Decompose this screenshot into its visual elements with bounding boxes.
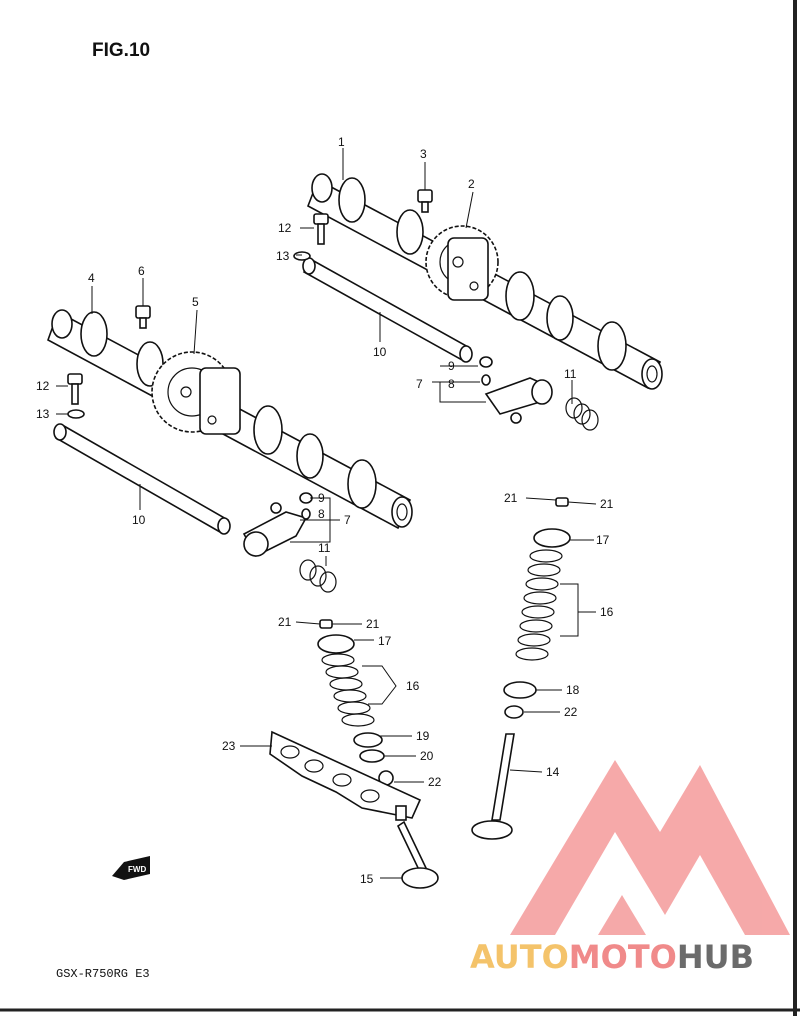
fwd-label: FWD bbox=[128, 865, 146, 874]
callout-18: 18 bbox=[566, 683, 580, 697]
callout-4: 4 bbox=[88, 271, 95, 285]
rocker-arm-upper bbox=[479, 356, 553, 424]
valve-assembly-left bbox=[317, 619, 394, 786]
rocker-arm-lower bbox=[242, 492, 313, 558]
callout-21-a: 21 bbox=[504, 491, 518, 505]
callout-14: 14 bbox=[546, 765, 560, 779]
callout-8-lower: 8 bbox=[318, 507, 325, 521]
callout-11-lower: 11 bbox=[318, 541, 331, 555]
callout-9-lower: 9 bbox=[318, 491, 325, 505]
callout-12-lower: 12 bbox=[36, 379, 50, 393]
sprocket-lower bbox=[151, 351, 241, 435]
watermark-hub: HUB bbox=[677, 938, 754, 976]
valve-15 bbox=[396, 820, 439, 889]
callout-8-upper: 8 bbox=[448, 377, 455, 391]
valve-assembly-right bbox=[503, 497, 571, 719]
washer-13-lower bbox=[67, 409, 85, 419]
model-label: GSX-R750RG E3 bbox=[56, 967, 150, 981]
callout-2: 2 bbox=[468, 177, 475, 191]
rocker-shaft-upper bbox=[302, 257, 473, 363]
callout-22-right: 22 bbox=[564, 705, 578, 719]
oil-seal-plate bbox=[269, 730, 422, 821]
callout-1: 1 bbox=[338, 135, 345, 149]
watermark-logo bbox=[510, 760, 790, 935]
callout-15: 15 bbox=[360, 872, 374, 886]
bolt-12-lower bbox=[67, 373, 83, 405]
rocker-shaft-lower bbox=[53, 423, 231, 535]
callout-7-upper: 7 bbox=[416, 377, 423, 391]
spring-11-lower bbox=[299, 559, 337, 593]
bolt-upper bbox=[417, 189, 433, 213]
callout-21-b: 21 bbox=[600, 497, 614, 511]
valve-14 bbox=[471, 733, 515, 840]
callout-17-left: 17 bbox=[378, 634, 392, 648]
figure-title: FIG.10 bbox=[92, 40, 150, 61]
bolt-12-upper bbox=[313, 213, 329, 245]
callout-17-right: 17 bbox=[596, 533, 610, 547]
callout-7-lower: 7 bbox=[344, 513, 351, 527]
callout-13-lower: 13 bbox=[36, 407, 50, 421]
bolt-lower bbox=[135, 305, 151, 329]
callout-16-left: 16 bbox=[406, 679, 420, 693]
watermark-auto: AUTO bbox=[470, 938, 569, 976]
callout-3: 3 bbox=[420, 147, 427, 161]
sprocket-upper bbox=[425, 225, 499, 301]
leader-lines bbox=[56, 148, 597, 879]
callout-11-upper: 11 bbox=[564, 367, 577, 381]
callout-13-upper: 13 bbox=[276, 249, 290, 263]
callout-19: 19 bbox=[416, 729, 430, 743]
fwd-arrow: FWD bbox=[112, 856, 150, 880]
watermark-text: AUTOMOTOHUB bbox=[470, 938, 754, 976]
callout-16-right: 16 bbox=[600, 605, 614, 619]
callout-10-upper: 10 bbox=[373, 345, 387, 359]
callout-9-upper: 9 bbox=[448, 359, 455, 373]
callout-5: 5 bbox=[192, 295, 199, 309]
callout-21-d: 21 bbox=[366, 617, 380, 631]
callout-20: 20 bbox=[420, 749, 434, 763]
callout-6: 6 bbox=[138, 264, 145, 278]
callout-22-left: 22 bbox=[428, 775, 442, 789]
watermark-moto: MOTO bbox=[569, 938, 677, 976]
callout-12-upper: 12 bbox=[278, 221, 292, 235]
callout-23: 23 bbox=[222, 739, 236, 753]
callout-10-lower: 10 bbox=[132, 513, 146, 527]
callout-21-c: 21 bbox=[278, 615, 292, 629]
spring-11-upper bbox=[565, 397, 599, 431]
washer-13-upper bbox=[293, 251, 311, 261]
